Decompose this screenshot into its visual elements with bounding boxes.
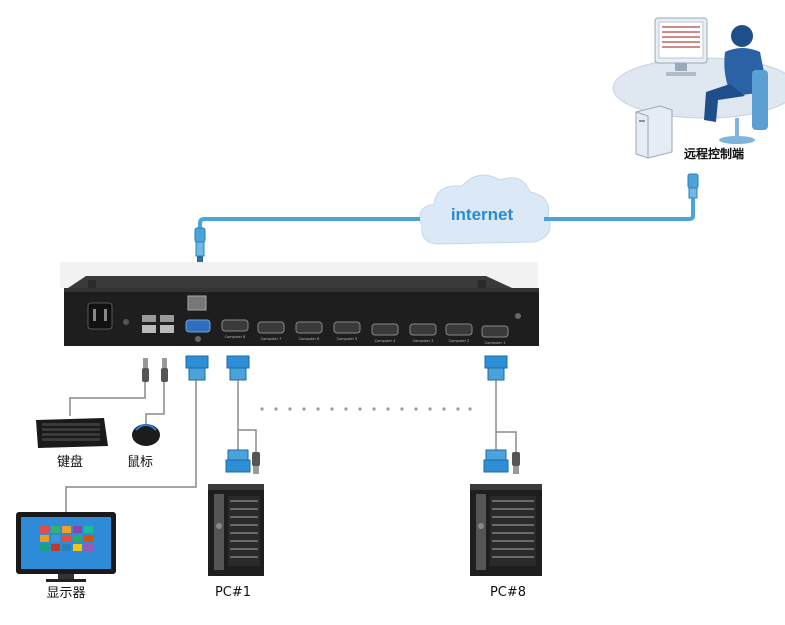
port-label: Computer 6 [299, 337, 320, 341]
remote-rj45-plug [687, 173, 699, 199]
usb-plugs [142, 358, 168, 382]
pc1-tower [208, 484, 264, 576]
port-label: Computer 1 [485, 341, 506, 345]
internet-cloud [419, 174, 551, 245]
port-label: Computer 2 [449, 339, 470, 343]
monitor-cable [65, 380, 197, 512]
mouse-cable [145, 382, 165, 424]
internet-label: internet [451, 205, 514, 224]
keyboard-illustration [36, 418, 108, 448]
console-vga-plug [185, 355, 209, 381]
pc8-label: PC#8 [490, 585, 526, 600]
keyboard-label: 键盘 [57, 454, 83, 470]
remote-network-cable [544, 198, 695, 221]
kvm-switch: Computer 8 Computer 7 Computer 6 Compute… [60, 262, 539, 346]
remote-control-label: 远程控制端 [684, 146, 744, 161]
kvm-computer-ports [221, 319, 509, 338]
remote-workstation-illustration [612, 17, 785, 159]
kvm-network-cable [198, 217, 420, 228]
port-label: Computer 4 [375, 339, 397, 343]
pc8-cable-assembly [483, 355, 520, 474]
pc8-tower [470, 484, 542, 576]
port-label: Computer 3 [413, 339, 434, 343]
kvm-rj45-plug [194, 227, 206, 264]
port-label: Computer 7 [261, 337, 282, 341]
pc1-cable-assembly [225, 355, 260, 474]
monitor-label: 显示器 [46, 586, 85, 601]
pc1-label: PC#1 [215, 585, 251, 600]
keyboard-cable [69, 382, 146, 416]
mouse-label: 鼠标 [127, 455, 153, 470]
port-label: Computer 8 [225, 335, 246, 339]
mouse-illustration [132, 424, 160, 446]
port-label: Computer 5 [337, 337, 358, 341]
ellipsis-dots [260, 407, 472, 411]
monitor-illustration [16, 512, 116, 582]
